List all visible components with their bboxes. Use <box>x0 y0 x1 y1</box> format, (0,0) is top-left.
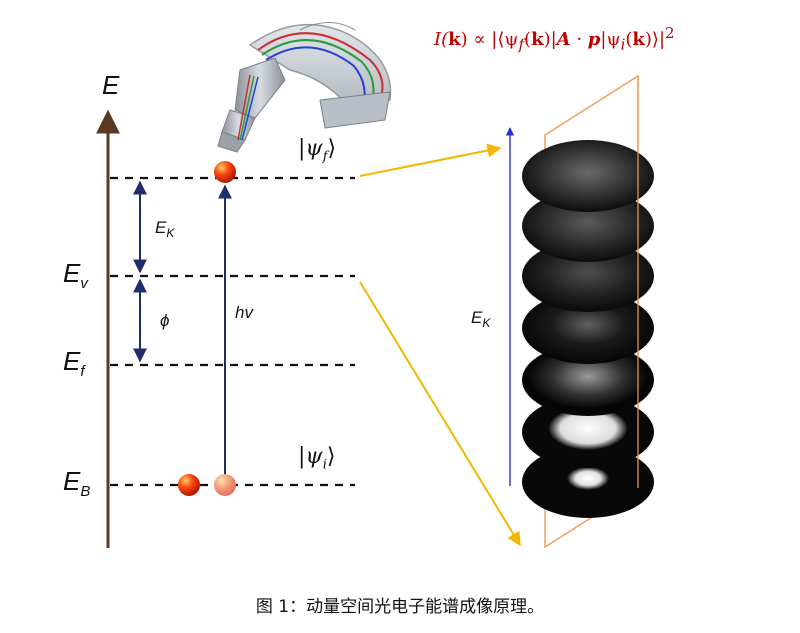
projection-arrow-top <box>359 143 502 177</box>
photon-energy-label: hv <box>235 303 253 322</box>
slice-5 <box>522 344 654 416</box>
binding-energy-label: EB <box>63 466 91 500</box>
energy-axis-label: E <box>102 70 120 100</box>
slice-7 <box>522 446 654 518</box>
work-function-label: ϕ <box>160 311 170 330</box>
slice-2 <box>522 190 654 262</box>
stack-ek-label: EK <box>471 308 491 330</box>
slice-4 <box>522 292 654 364</box>
photoemission-intensity-formula: I(k) ∝ |⟨ψf(k)|A · p|ψi(k)⟩|2 <box>434 24 675 54</box>
hemispherical-analyzer-icon <box>217 22 392 153</box>
electron-initial <box>178 474 200 496</box>
slice-1 <box>522 140 654 212</box>
initial-state-label: |ψi⟩ <box>298 444 336 473</box>
kinetic-energy-label: EK <box>155 218 175 240</box>
slice-6 <box>522 396 654 468</box>
final-state-label: |ψf⟩ <box>298 136 337 165</box>
projection-arrow-bottom <box>359 281 521 547</box>
figure-caption: 图 1：动量空间光电子能谱成像原理。 <box>255 597 545 617</box>
slice-3 <box>522 240 654 312</box>
fermi-level-label: Ef <box>63 346 85 380</box>
electron-initial-ghost <box>214 474 236 496</box>
vacuum-level-label: Ev <box>63 258 88 292</box>
electron-final <box>214 161 236 183</box>
slice-stack <box>522 140 654 518</box>
